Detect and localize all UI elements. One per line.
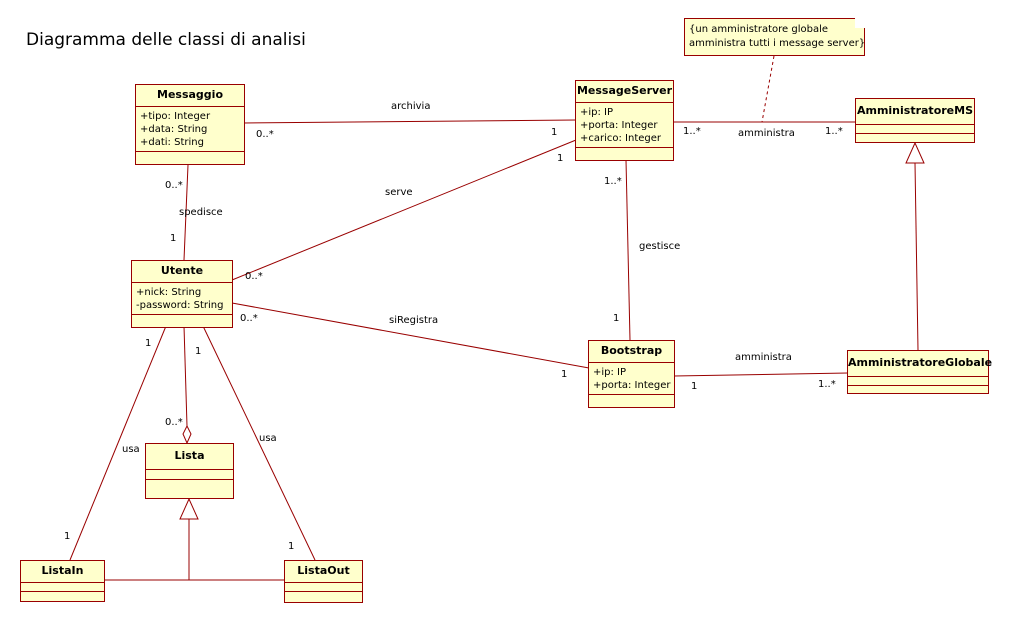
usa-in-line	[69, 325, 167, 561]
attribute: -password: String	[136, 300, 224, 311]
attribute: +nick: String	[136, 287, 202, 298]
gestisce-line	[625, 159, 631, 341]
class-messaggio[interactable]: Messaggio +tipo: Integer +data: String +…	[135, 84, 245, 165]
class-name: AmministratoreGlobale	[848, 351, 992, 377]
class-listaout[interactable]: ListaOut	[284, 560, 363, 603]
class-listain[interactable]: ListaIn	[20, 560, 105, 602]
spedisce-line	[183, 164, 189, 261]
class-name: MessageServer	[576, 81, 673, 103]
assoc-label-usa-in: usa	[122, 444, 140, 455]
assoc-label-amministra-bs: amministra	[735, 352, 792, 363]
class-amministratoreglobale[interactable]: AmministratoreGlobale	[847, 350, 992, 394]
class-name: Bootstrap	[589, 341, 674, 363]
attribute: +carico: Integer	[580, 133, 662, 144]
class-attributes: +ip: IP +porta: Integer +carico: Integer	[576, 103, 673, 148]
class-name: AmministratoreMS	[856, 99, 974, 125]
multiplicity: 1	[691, 381, 698, 392]
lista-generalization-arrow	[179, 497, 199, 520]
class-operations	[576, 148, 673, 154]
multiplicity: 0..*	[245, 271, 263, 282]
archivia-line	[242, 119, 577, 124]
class-operations	[136, 152, 244, 158]
multiplicity: 1	[288, 541, 295, 552]
multiplicity: 1..*	[604, 176, 622, 187]
multiplicity: 0..*	[256, 129, 274, 140]
assoc-label-usa-out: usa	[259, 433, 277, 444]
siregistra-line	[231, 302, 590, 369]
class-messageserver[interactable]: MessageServer +ip: IP +porta: Integer +c…	[575, 80, 674, 161]
class-attributes	[285, 583, 362, 592]
attribute: +data: String	[140, 124, 208, 135]
class-name: ListaOut	[285, 561, 362, 583]
class-attributes: +nick: String -password: String	[132, 283, 232, 315]
attribute: +dati: String	[140, 137, 204, 148]
class-utente[interactable]: Utente +nick: String -password: String	[131, 260, 233, 328]
generalization-ms-arrow	[905, 141, 925, 164]
note-line: amministra tutti i message server}	[689, 38, 866, 49]
class-lista[interactable]: Lista	[145, 443, 234, 499]
multiplicity: 0..*	[165, 180, 183, 191]
assoc-label-serve: serve	[385, 187, 413, 198]
serve-line	[231, 139, 577, 281]
multiplicity: 0..*	[240, 313, 258, 324]
attribute: +ip: IP	[580, 107, 614, 118]
class-name: Lista	[146, 444, 233, 470]
class-attributes	[848, 377, 988, 386]
note-anchor-line	[761, 55, 775, 123]
class-attributes	[146, 470, 233, 480]
attribute: +ip: IP	[593, 367, 627, 378]
attribute: +tipo: Integer	[140, 111, 211, 122]
multiplicity: 1	[64, 531, 71, 542]
class-name: Messaggio	[136, 85, 244, 107]
multiplicity: 1	[145, 338, 152, 349]
attribute: +porta: Integer	[593, 380, 671, 391]
class-attributes	[21, 583, 104, 592]
diagram-title: Diagramma delle classi di analisi	[26, 30, 306, 50]
class-bootstrap[interactable]: Bootstrap +ip: IP +porta: Integer	[588, 340, 675, 408]
note-folded-corner	[855, 18, 865, 28]
multiplicity: 0..*	[165, 417, 183, 428]
multiplicity: 1	[170, 233, 177, 244]
class-operations	[589, 395, 674, 401]
class-name: ListaIn	[21, 561, 104, 583]
multiplicity: 1..*	[683, 126, 701, 137]
multiplicity: 1	[557, 153, 564, 164]
class-operations	[132, 315, 232, 321]
generalization-ms-line	[914, 162, 919, 351]
assoc-label-amministra-ms: amministra	[738, 128, 795, 139]
aggregation-diamond	[182, 424, 192, 445]
assoc-label-gestisce: gestisce	[639, 241, 681, 252]
assoc-label-siregistra: siRegistra	[389, 315, 439, 326]
utente-lista-line	[183, 325, 188, 427]
usa-out-line	[202, 325, 316, 561]
note-line: {un amministratore globale	[689, 24, 829, 35]
multiplicity: 1	[561, 369, 568, 380]
multiplicity: 1..*	[818, 379, 836, 390]
class-amministratorems[interactable]: AmministratoreMS	[855, 98, 975, 143]
class-attributes: +tipo: Integer +data: String +dati: Stri…	[136, 107, 244, 152]
assoc-label-archivia: archivia	[391, 101, 431, 112]
class-attributes	[856, 125, 974, 134]
multiplicity: 1..*	[825, 126, 843, 137]
multiplicity: 1	[195, 346, 202, 357]
attribute: +porta: Integer	[580, 120, 658, 131]
constraint-note: {un amministratore globale amministra tu…	[684, 18, 865, 56]
amministra-bs-line	[673, 372, 849, 377]
assoc-label-spedisce: spedisce	[179, 207, 223, 218]
multiplicity: 1	[613, 313, 620, 324]
class-name: Utente	[132, 261, 232, 283]
class-attributes: +ip: IP +porta: Integer	[589, 363, 674, 395]
multiplicity: 1	[551, 127, 558, 138]
